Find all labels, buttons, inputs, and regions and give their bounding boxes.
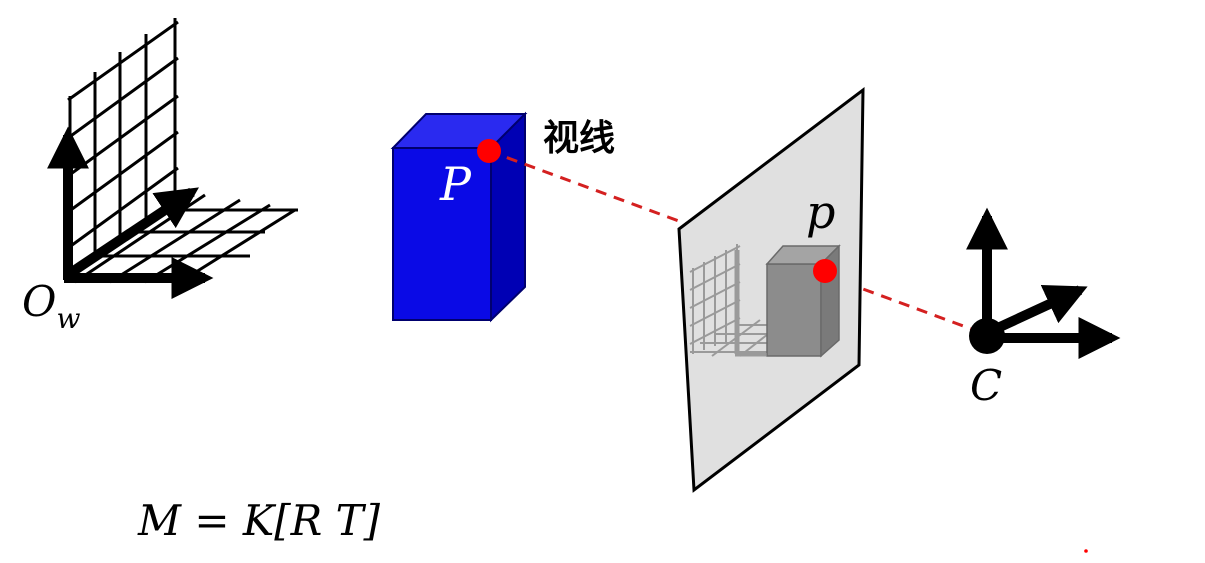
world-axes bbox=[47, 126, 214, 299]
object-box-side bbox=[490, 111, 526, 323]
camera-center-label: C bbox=[970, 361, 1002, 410]
image-point-dot bbox=[813, 259, 837, 283]
object-point-dot bbox=[477, 139, 501, 163]
projected-world-axes bbox=[734, 250, 766, 357]
sight-line-label: 视线 bbox=[543, 118, 615, 159]
world-frame: Ow bbox=[22, 18, 298, 335]
camera-axis-depth bbox=[986, 285, 1088, 337]
camera-center-dot bbox=[969, 318, 1005, 354]
world-origin-label: Ow bbox=[22, 277, 80, 335]
projected-box-front bbox=[766, 263, 822, 357]
projected-object-box bbox=[765, 244, 841, 358]
camera-frame bbox=[966, 207, 1121, 359]
image-point-label: p bbox=[806, 185, 835, 239]
sight-line bbox=[488, 149, 986, 336]
world-axis-y bbox=[69, 187, 199, 277]
object-point-label: P bbox=[439, 157, 472, 211]
world-grid bbox=[67, 18, 298, 284]
stray-dot bbox=[1084, 549, 1088, 553]
projection-equation: M = K[R T] bbox=[137, 496, 381, 545]
object-box bbox=[390, 111, 528, 323]
